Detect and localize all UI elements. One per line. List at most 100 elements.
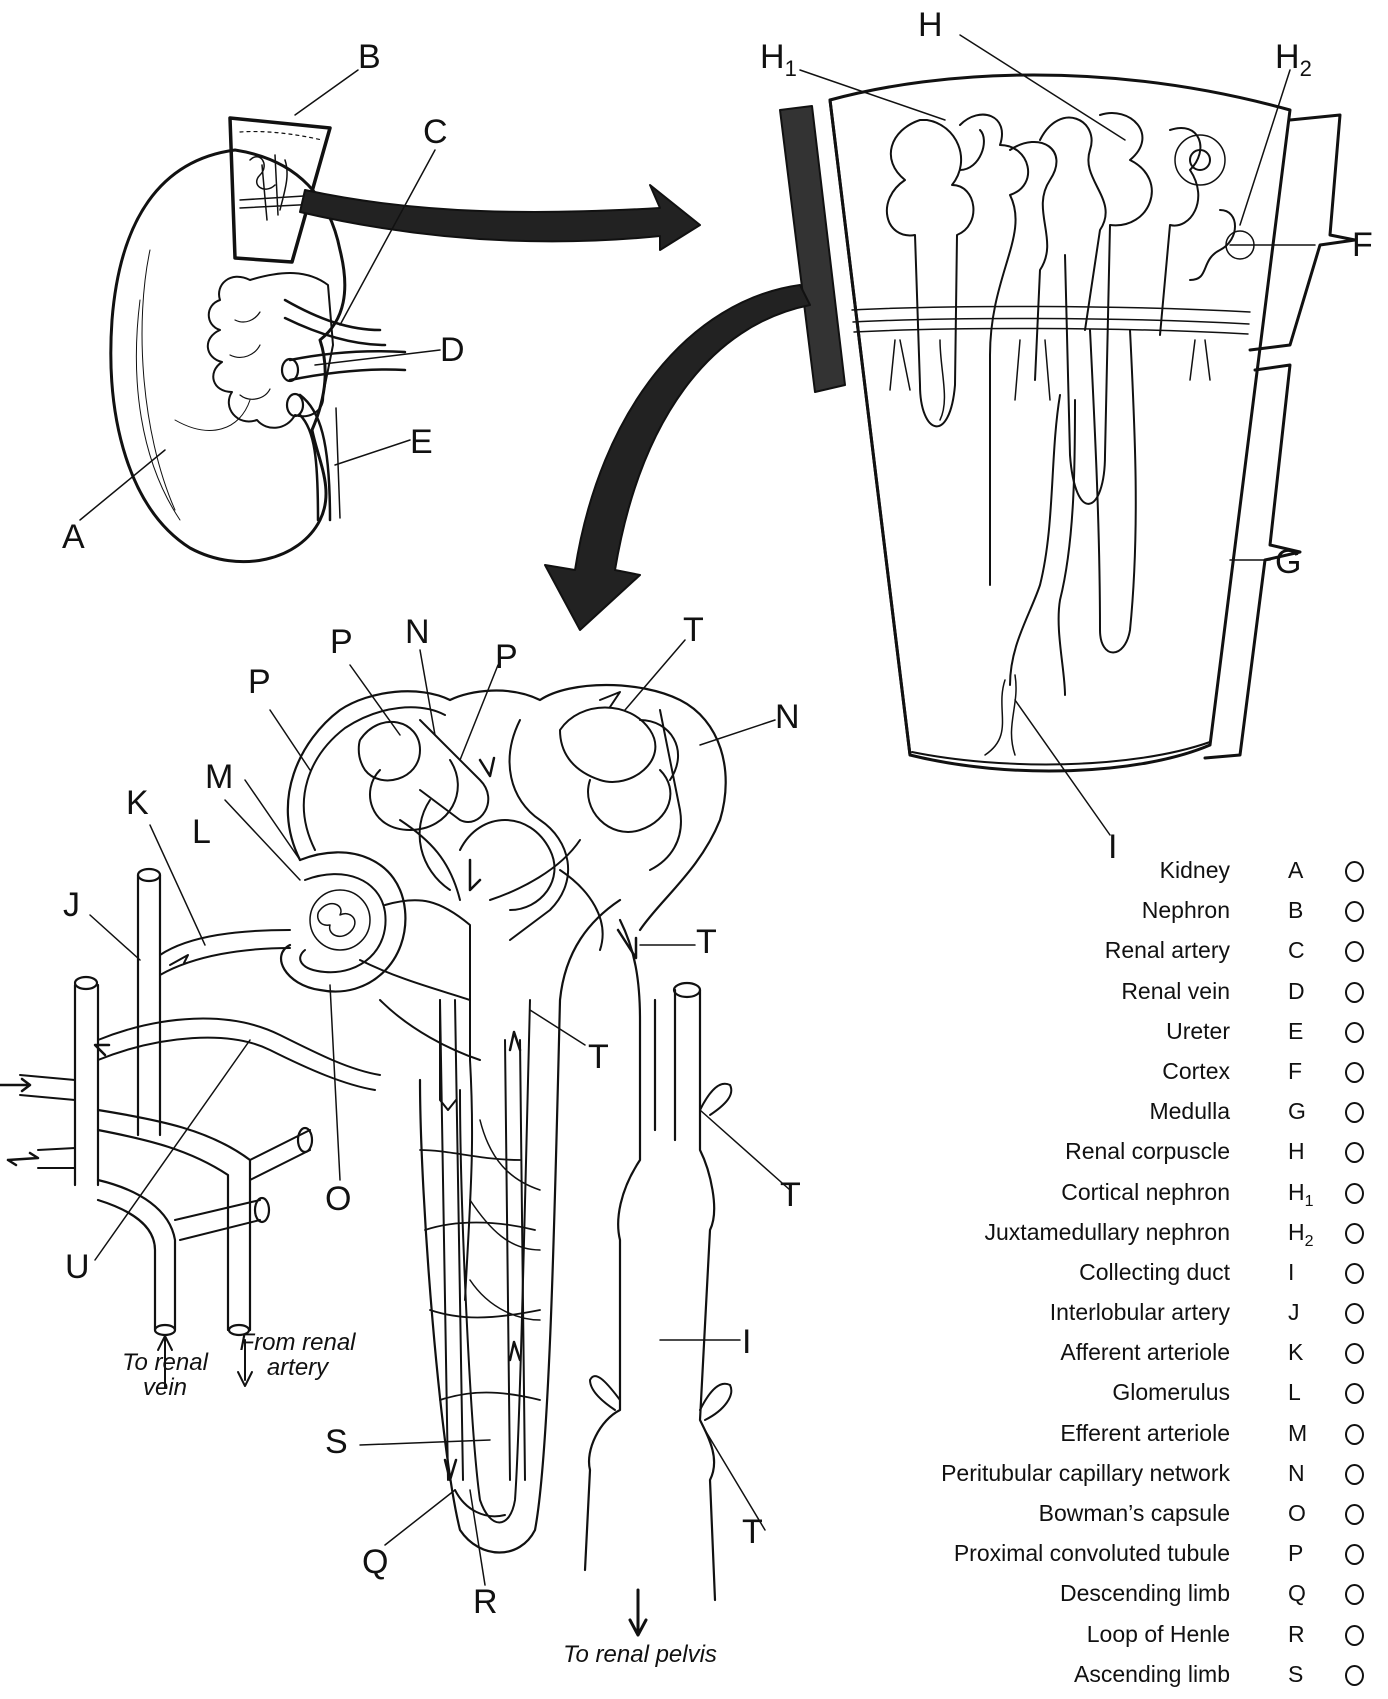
legend-letter-main: S: [1288, 1661, 1303, 1687]
legend-letter: G: [1288, 1098, 1306, 1125]
label-E: E: [410, 425, 433, 459]
legend-letter-main: N: [1288, 1460, 1305, 1486]
legend-row: Renal artery C: [860, 935, 1380, 975]
legend-term: Afferent arteriole: [1060, 1339, 1230, 1366]
legend-term: Kidney: [1160, 857, 1230, 884]
color-key-circle[interactable]: [1345, 861, 1364, 882]
label-T-bottom: T: [742, 1515, 763, 1549]
legend-row: Proximal convoluted tubule P: [860, 1538, 1380, 1578]
label-R: R: [473, 1585, 498, 1619]
legend-term: Renal corpuscle: [1065, 1138, 1230, 1165]
nephron-detail-drawing: [0, 685, 731, 1635]
legend-letter-main: Q: [1288, 1580, 1306, 1606]
label-P-right: P: [495, 640, 518, 674]
legend-letter: H2: [1288, 1219, 1314, 1246]
legend-row: Renal corpuscle H: [860, 1136, 1380, 1176]
label-C: C: [423, 115, 448, 149]
legend-letter-main: C: [1288, 937, 1305, 963]
legend-term: Collecting duct: [1079, 1259, 1230, 1286]
label-S: S: [325, 1425, 348, 1459]
legend-letter-main: L: [1288, 1379, 1301, 1405]
legend-letter: Q: [1288, 1580, 1306, 1607]
legend-letter: H1: [1288, 1179, 1314, 1206]
label-F: F: [1352, 228, 1373, 262]
legend-row: Interlobular artery J: [860, 1297, 1380, 1337]
color-key-circle[interactable]: [1345, 1464, 1364, 1485]
label-P-left: P: [248, 665, 271, 699]
legend-letter-sub: 1: [1305, 1193, 1314, 1210]
legend-letter-main: H: [1288, 1138, 1305, 1164]
label-T-center: T: [588, 1040, 609, 1074]
legend-row: Afferent arteriole K: [860, 1337, 1380, 1377]
legend-term: Glomerulus: [1112, 1379, 1230, 1406]
legend-term: Medulla: [1149, 1098, 1230, 1125]
color-key-circle[interactable]: [1345, 1625, 1364, 1646]
label-A: A: [62, 520, 85, 554]
label-L: L: [192, 815, 211, 849]
legend-row: Medulla G: [860, 1096, 1380, 1136]
color-key-circle[interactable]: [1345, 1504, 1364, 1525]
label-H2-sub: 2: [1300, 56, 1312, 81]
legend-term: Renal vein: [1121, 978, 1230, 1005]
color-key-circle[interactable]: [1345, 1062, 1364, 1083]
legend-letter-main: E: [1288, 1018, 1303, 1044]
label-I-duct: I: [742, 1325, 751, 1359]
color-key-circle[interactable]: [1345, 1544, 1364, 1565]
color-key-circle[interactable]: [1345, 1424, 1364, 1445]
kidney-section-drawing: [545, 75, 1355, 771]
label-D: D: [440, 333, 465, 367]
color-key-circle[interactable]: [1345, 1022, 1364, 1043]
legend-letter-main: G: [1288, 1098, 1306, 1124]
color-key-circle[interactable]: [1345, 941, 1364, 962]
legend-letter-main: A: [1288, 857, 1303, 883]
legend-letter-main: F: [1288, 1058, 1302, 1084]
color-key-circle[interactable]: [1345, 1303, 1364, 1324]
legend-term: Descending limb: [1060, 1580, 1230, 1607]
label-G: G: [1275, 545, 1301, 579]
caption-to-renal-vein: To renal vein: [110, 1350, 220, 1400]
color-key-circle[interactable]: [1345, 1383, 1364, 1404]
legend-letter: F: [1288, 1058, 1302, 1085]
legend-term: Juxtamedullary nephron: [985, 1219, 1230, 1246]
legend-letter: S: [1288, 1661, 1303, 1688]
legend-term: Ascending limb: [1074, 1661, 1230, 1688]
legend-term: Interlobular artery: [1050, 1299, 1230, 1326]
color-key-circle[interactable]: [1345, 982, 1364, 1003]
legend-letter: M: [1288, 1420, 1307, 1447]
legend-row: Descending limb Q: [860, 1578, 1380, 1618]
color-key-circle[interactable]: [1345, 1665, 1364, 1686]
legend-letter: K: [1288, 1339, 1303, 1366]
legend-letter: B: [1288, 897, 1303, 924]
label-T-mid: T: [696, 925, 717, 959]
color-key-circle[interactable]: [1345, 1102, 1364, 1123]
legend-row: Kidney A: [860, 855, 1380, 895]
legend-letter: J: [1288, 1299, 1300, 1326]
legend-letter: C: [1288, 937, 1305, 964]
color-key-circle[interactable]: [1345, 901, 1364, 922]
legend-row: Glomerulus L: [860, 1377, 1380, 1417]
legend-letter: P: [1288, 1540, 1303, 1567]
label-N-top: N: [405, 615, 430, 649]
label-K: K: [126, 786, 149, 820]
legend-letter: L: [1288, 1379, 1301, 1406]
color-key-circle[interactable]: [1345, 1263, 1364, 1284]
label-M: M: [205, 760, 233, 794]
color-key-circle[interactable]: [1345, 1142, 1364, 1163]
label-H1-sub: 1: [785, 56, 797, 81]
color-key-circle[interactable]: [1345, 1223, 1364, 1244]
legend-letter-main: R: [1288, 1621, 1305, 1647]
legend-term: Proximal convoluted tubule: [954, 1540, 1230, 1567]
legend-letter: H: [1288, 1138, 1305, 1165]
color-key-circle[interactable]: [1345, 1183, 1364, 1204]
color-key-circle[interactable]: [1345, 1584, 1364, 1605]
legend-term: Renal artery: [1105, 937, 1230, 964]
color-key-circle[interactable]: [1345, 1343, 1364, 1364]
legend-letter-main: P: [1288, 1540, 1303, 1566]
